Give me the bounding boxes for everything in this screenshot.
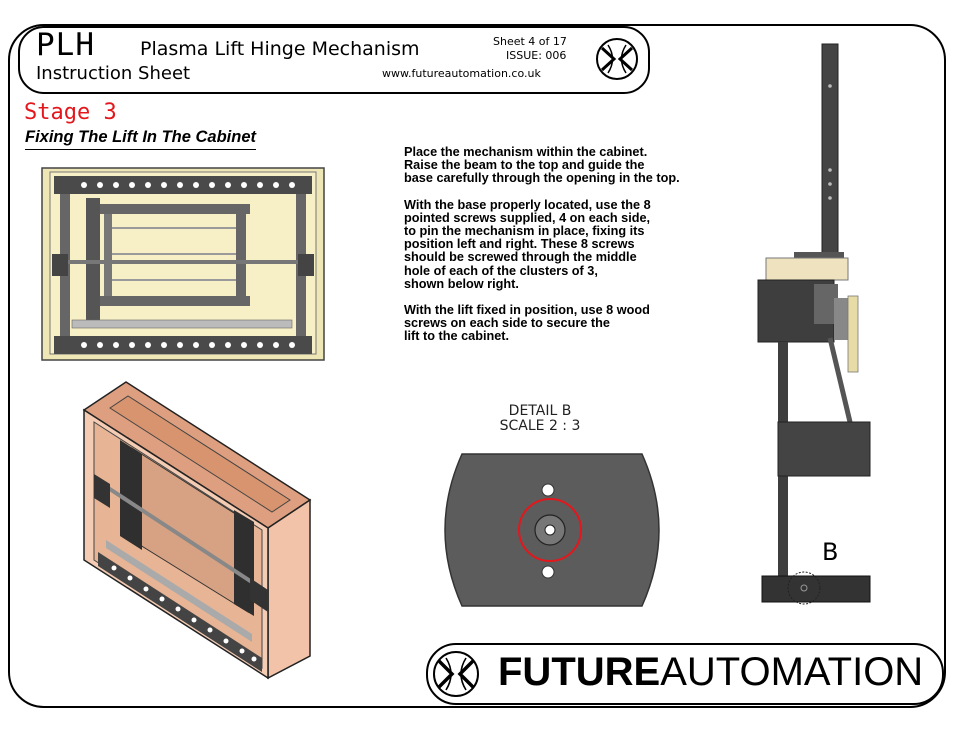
detail-callout-label: B <box>822 538 839 566</box>
instruction-paragraph: With the base properly located, use the … <box>404 197 651 291</box>
detail-name: DETAIL B <box>508 403 572 419</box>
header-code: PLH <box>36 27 95 63</box>
sheet-number: Sheet 4 of 17 <box>493 35 567 48</box>
brand-name-bold: FUTURE <box>498 650 661 694</box>
header-title: Plasma Lift Hinge Mechanism <box>140 38 420 60</box>
detail-scale: SCALE 2 : 3 <box>499 418 581 434</box>
website-url[interactable]: www.futureautomation.co.uk <box>382 67 541 80</box>
brand-name-regular: AUTOMATION <box>660 650 924 694</box>
instruction-paragraph: Place the mechanism within the cabinet. … <box>404 145 680 186</box>
detail-label: DETAIL B SCALE 2 : 3 <box>480 404 600 434</box>
logo-icon <box>596 38 638 80</box>
stage-subtitle: Fixing The Lift In The Cabinet <box>25 129 256 150</box>
stage-title: Stage 3 <box>24 100 117 125</box>
cabinet-isometric-drawing <box>82 381 312 680</box>
instruction-paragraph: With the lift fixed in position, use 8 w… <box>404 303 650 344</box>
issue-number: ISSUE: 006 <box>506 49 567 62</box>
brand-box <box>426 643 944 705</box>
lift-side-view-drawing <box>757 43 871 605</box>
header-box <box>18 26 650 94</box>
top-view-drawing <box>41 167 325 361</box>
header-subtitle: Instruction Sheet <box>36 63 191 84</box>
instruction-text: Place the mechanism within the cabinet. … <box>404 145 744 357</box>
detail-b-drawing <box>444 453 660 607</box>
brand-name: FUTUREAUTOMATION <box>498 652 923 692</box>
page-border <box>8 24 946 708</box>
logo-icon <box>433 651 479 697</box>
